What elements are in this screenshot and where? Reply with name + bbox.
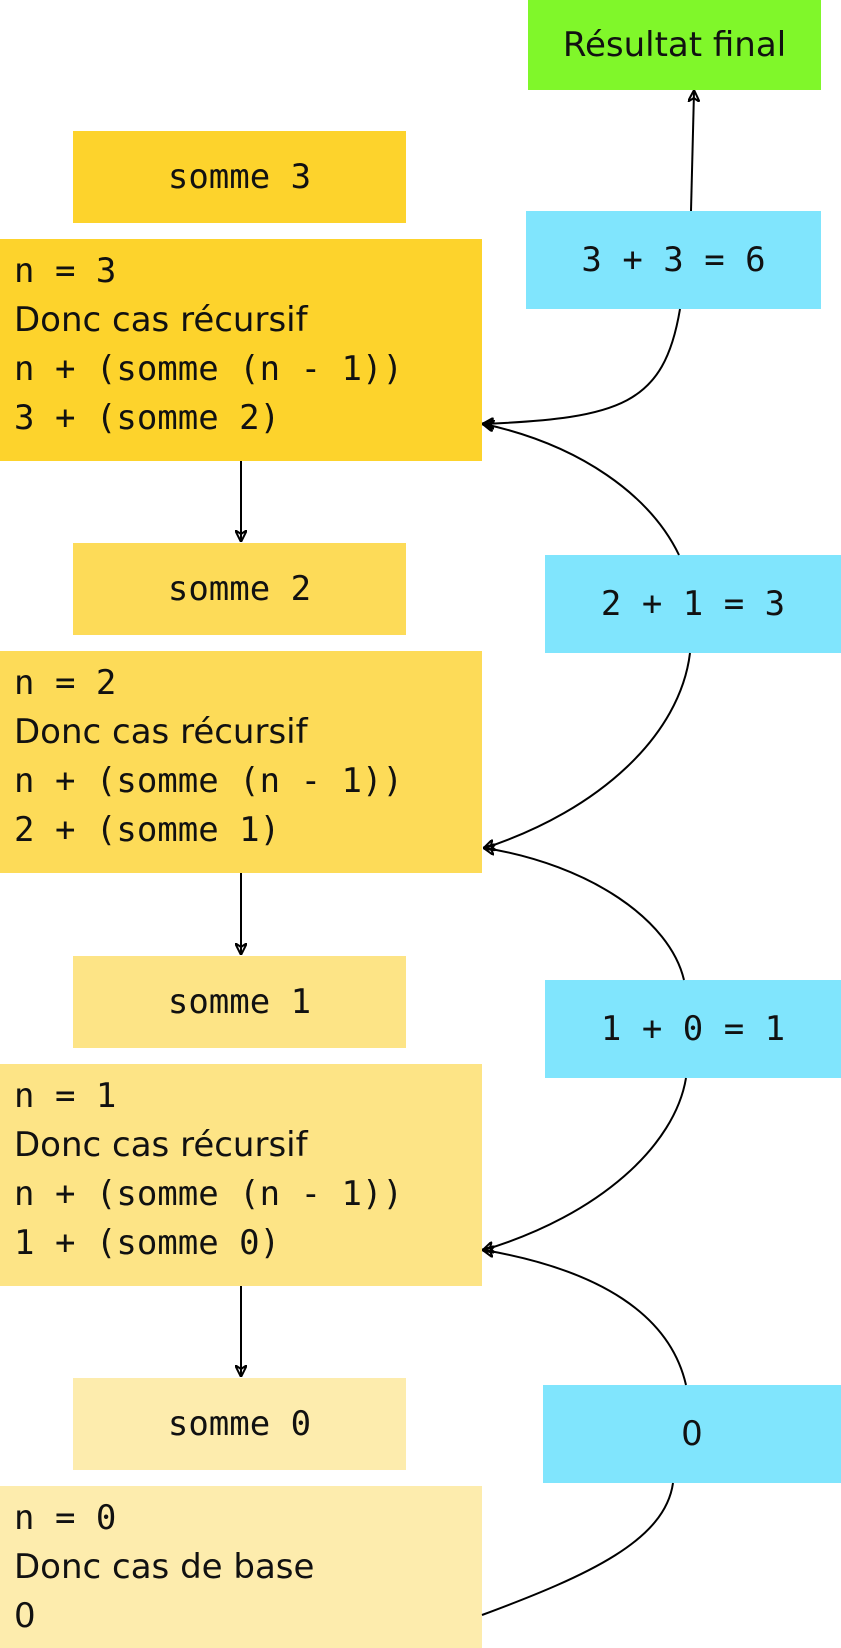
call-box-somme-2: somme 2 (73, 543, 406, 635)
substitution-line: 2 + (somme 1) (14, 810, 281, 850)
call-label: somme 0 (167, 1404, 312, 1444)
expression-line: n + (somme (n - 1)) (14, 761, 403, 801)
case-line: Donc cas récursif (14, 300, 308, 340)
return-arrow-1-label-to-2 (484, 1077, 687, 1250)
call-label: somme 3 (167, 157, 312, 197)
final-result-label: Résultat final (562, 25, 787, 65)
expression-line: n + (somme (n - 1)) (14, 349, 403, 389)
return-arrow-2-label-to-2 (485, 652, 691, 848)
detail-box-n-2: n = 2 Donc cas récursif n + (somme (n - … (0, 651, 482, 873)
result-box-level-0: 0 (543, 1385, 841, 1483)
return-arrow-0-to-1 (481, 1482, 674, 1616)
return-arrow-3-label-to-3 (484, 308, 681, 424)
result-label: 1 + 0 = 1 (600, 1009, 786, 1049)
detail-box-n-3: n = 3 Donc cas récursif n + (somme (n - … (0, 239, 482, 461)
result-label: 0 (681, 1414, 703, 1454)
result-box-level-1: 1 + 0 = 1 (545, 980, 841, 1078)
call-label: somme 2 (167, 569, 312, 609)
result-box-level-3: 3 + 3 = 6 (526, 211, 821, 309)
return-arrow-1-to-2 (485, 848, 685, 981)
substitution-line: 1 + (somme 0) (14, 1223, 281, 1263)
result-label: 2 + 1 = 3 (600, 584, 786, 624)
return-arrow-to-final (691, 92, 694, 212)
result-box-level-2: 2 + 1 = 3 (545, 555, 841, 653)
expression-line: n + (somme (n - 1)) (14, 1174, 403, 1214)
case-line: Donc cas de base (14, 1547, 315, 1587)
final-result-box: Résultat final (528, 0, 821, 90)
n-value-line: n = 0 (14, 1498, 117, 1538)
base-value-line: 0 (14, 1596, 36, 1636)
call-box-somme-3: somme 3 (73, 131, 406, 223)
n-value-line: n = 1 (14, 1076, 117, 1116)
substitution-line: 3 + (somme 2) (14, 398, 281, 438)
detail-box-n-1: n = 1 Donc cas récursif n + (somme (n - … (0, 1064, 482, 1286)
call-box-somme-0: somme 0 (73, 1378, 406, 1470)
detail-box-n-0: n = 0 Donc cas de base 0 (0, 1486, 482, 1648)
case-line: Donc cas récursif (14, 712, 308, 752)
n-value-line: n = 2 (14, 663, 117, 703)
return-arrow-2-to-3 (484, 424, 680, 556)
call-box-somme-1: somme 1 (73, 956, 406, 1048)
return-arrow-0-label-to-1 (484, 1250, 687, 1386)
case-line: Donc cas récursif (14, 1125, 308, 1165)
n-value-line: n = 3 (14, 251, 117, 291)
result-label: 3 + 3 = 6 (581, 240, 766, 280)
call-label: somme 1 (167, 982, 312, 1022)
